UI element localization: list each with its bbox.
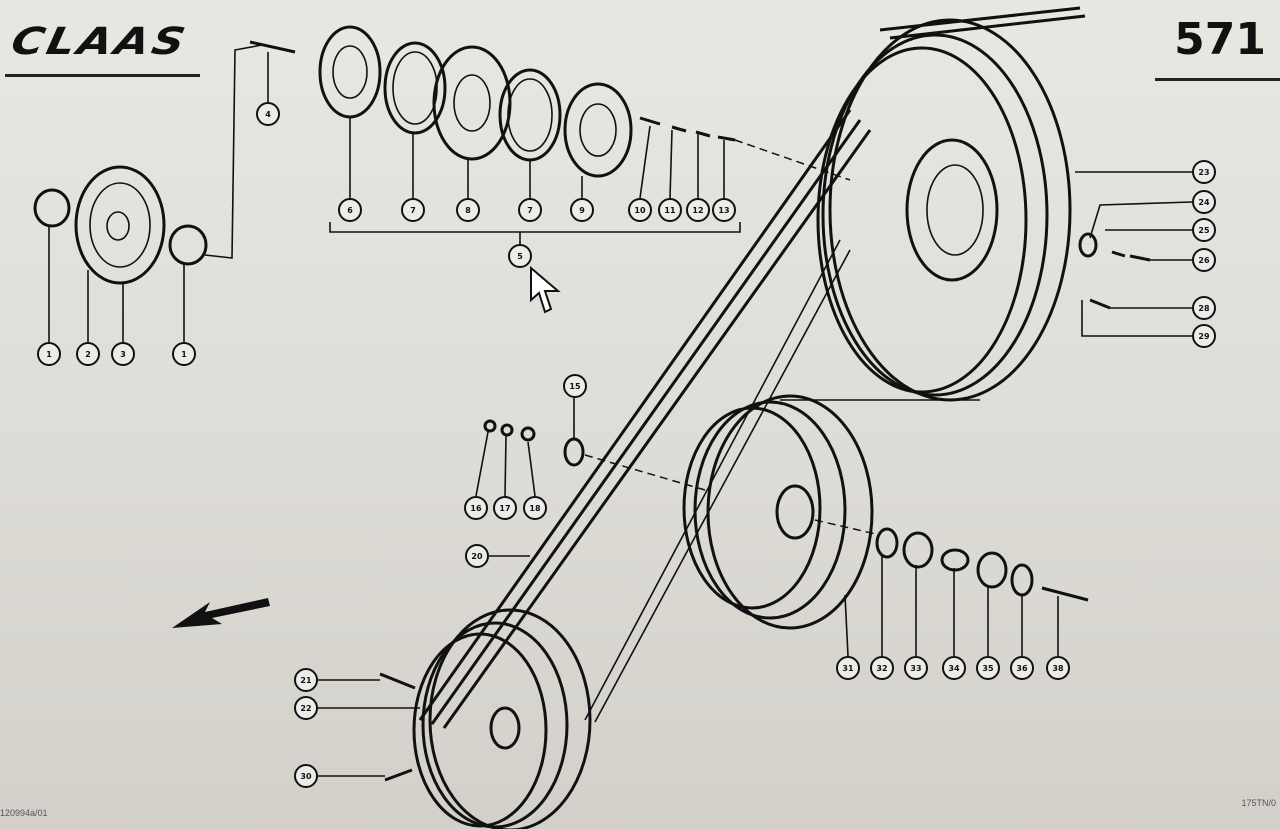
svg-text:13: 13 [718, 206, 729, 215]
svg-text:5: 5 [517, 252, 523, 261]
callout-5: 5 [508, 244, 532, 268]
callout-6: 6 [338, 198, 362, 222]
callout-22: 22 [294, 696, 318, 720]
svg-text:28: 28 [1198, 304, 1210, 313]
svg-text:21: 21 [300, 676, 312, 685]
svg-text:24: 24 [1198, 198, 1210, 207]
large-drive-pulley [816, 18, 1151, 402]
svg-text:20: 20 [471, 552, 483, 561]
callout-32: 32 [870, 656, 894, 680]
callout-2: 2 [76, 342, 100, 366]
callout-16: 16 [464, 496, 488, 520]
callout-4: 4 [256, 102, 280, 126]
svg-text:34: 34 [948, 664, 960, 673]
callout-7b: 7 [518, 198, 542, 222]
callout-8: 8 [456, 198, 480, 222]
drive-belts [418, 6, 1086, 729]
mouse-cursor [530, 265, 561, 314]
callout-1a: 1 [37, 342, 61, 366]
svg-text:9: 9 [579, 206, 585, 215]
callout-7a: 7 [401, 198, 425, 222]
svg-text:8: 8 [465, 206, 471, 215]
lower-pulley [379, 608, 592, 829]
svg-text:22: 22 [300, 704, 311, 713]
svg-text:32: 32 [876, 664, 887, 673]
callout-markers: 1 2 3 1 4 6 7 8 7 9 10 11 12 13 5 15 16 … [37, 102, 1216, 788]
page-number: 571 [1174, 14, 1266, 65]
svg-text:7: 7 [527, 206, 533, 215]
page-number-underline [1155, 78, 1280, 81]
callout-30: 30 [294, 764, 318, 788]
svg-text:11: 11 [664, 206, 676, 215]
callout-38: 38 [1046, 656, 1070, 680]
svg-text:29: 29 [1198, 332, 1210, 341]
middle-pulley [483, 394, 1089, 630]
svg-text:31: 31 [842, 664, 854, 673]
svg-text:1: 1 [46, 350, 52, 359]
svg-text:3: 3 [120, 350, 126, 359]
svg-text:18: 18 [529, 504, 541, 513]
svg-text:1: 1 [181, 350, 187, 359]
svg-text:26: 26 [1198, 256, 1210, 265]
svg-text:12: 12 [692, 206, 703, 215]
callout-23: 23 [1192, 160, 1216, 184]
callout-12: 12 [686, 198, 710, 222]
svg-text:23: 23 [1198, 168, 1209, 177]
svg-text:4: 4 [265, 110, 271, 119]
callout-11: 11 [658, 198, 682, 222]
callout-36: 36 [1010, 656, 1034, 680]
svg-text:25: 25 [1198, 226, 1210, 235]
callout-31: 31 [836, 656, 860, 680]
svg-text:36: 36 [1016, 664, 1028, 673]
idler-pulley-assembly [33, 44, 263, 285]
callout-20: 20 [465, 544, 489, 568]
callout-28: 28 [1192, 296, 1216, 320]
svg-text:2: 2 [85, 350, 91, 359]
svg-text:38: 38 [1052, 664, 1064, 673]
callout-3: 3 [111, 342, 135, 366]
drawing-code-right: 175TN/0 [1241, 798, 1276, 808]
callout-17: 17 [493, 496, 517, 520]
svg-text:15: 15 [569, 382, 581, 391]
callout-9: 9 [570, 198, 594, 222]
callout-34: 34 [942, 656, 966, 680]
svg-text:17: 17 [499, 504, 510, 513]
logo-underline [5, 74, 200, 77]
callout-18: 18 [523, 496, 547, 520]
svg-text:10: 10 [634, 206, 646, 215]
svg-text:16: 16 [470, 504, 482, 513]
callout-29: 29 [1192, 324, 1216, 348]
callout-1b: 1 [172, 342, 196, 366]
bearing-components [249, 25, 851, 245]
svg-text:7: 7 [410, 206, 416, 215]
callout-13: 13 [712, 198, 736, 222]
svg-text:6: 6 [347, 206, 353, 215]
callout-10: 10 [628, 198, 652, 222]
svg-text:35: 35 [982, 664, 994, 673]
direction-arrow [172, 598, 270, 628]
callout-24: 24 [1192, 190, 1216, 214]
callout-26: 26 [1192, 248, 1216, 272]
callout-15: 15 [563, 374, 587, 398]
callout-leaders [48, 52, 1193, 777]
drawing-code-left: 120994a/01 [0, 808, 48, 818]
callout-25: 25 [1192, 218, 1216, 242]
svg-text:33: 33 [910, 664, 921, 673]
callout-21: 21 [294, 668, 318, 692]
callout-35: 35 [976, 656, 1000, 680]
callout-33: 33 [904, 656, 928, 680]
svg-text:30: 30 [300, 772, 312, 781]
